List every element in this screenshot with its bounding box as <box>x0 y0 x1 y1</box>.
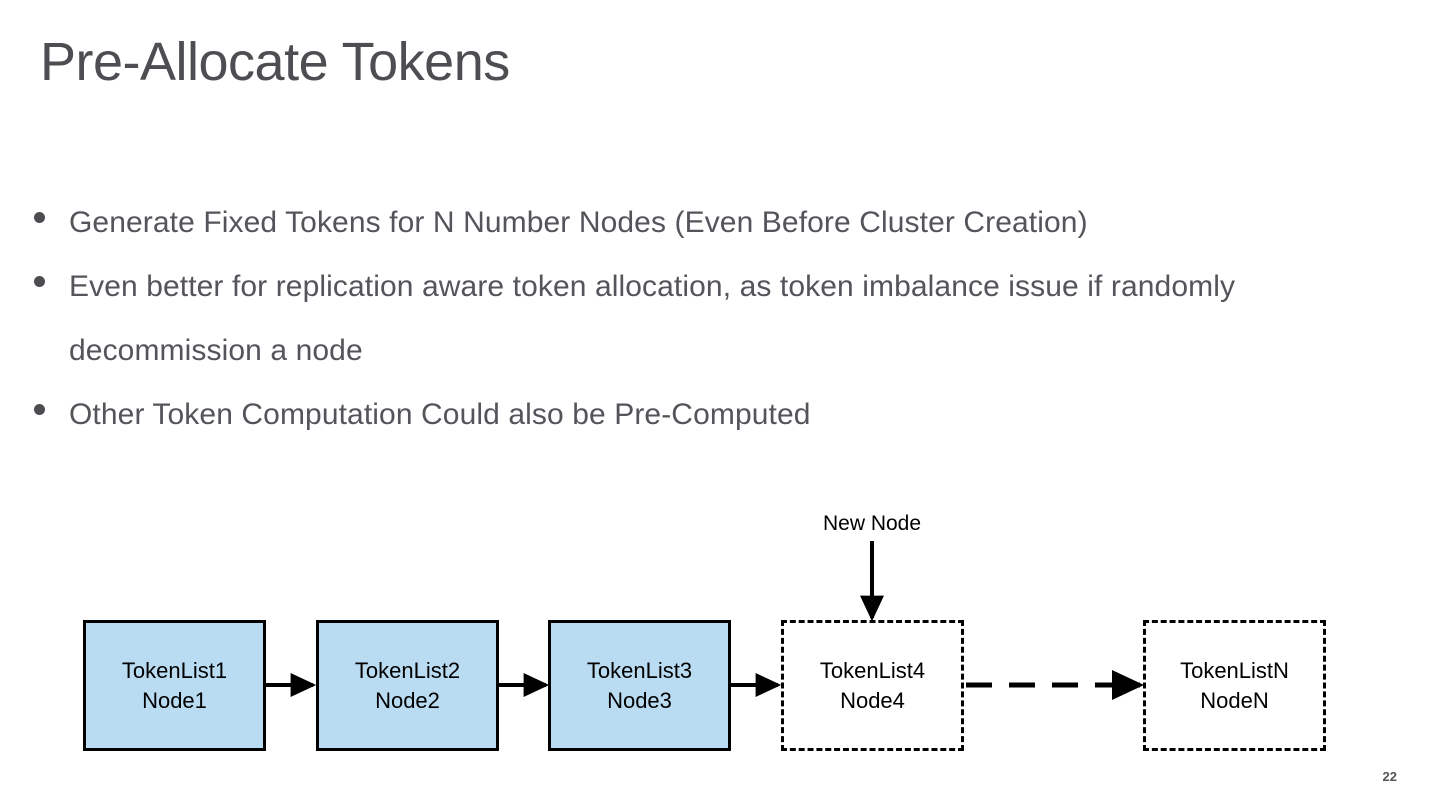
node-name-label: Node2 <box>375 687 440 713</box>
node-name-label: NodeN <box>1200 687 1269 713</box>
node-token-list-label: TokenList4 <box>819 657 926 683</box>
page-number: 22 <box>1382 769 1397 784</box>
bullet-list: Generate Fixed Tokens for N Number Nodes… <box>34 191 1364 447</box>
bullet-text: Other Token Computation Could also be Pr… <box>69 398 811 431</box>
node-box-4[interactable]: TokenList4 Node4 <box>781 620 964 751</box>
list-item: Even better for replication aware token … <box>34 255 1364 383</box>
bullet-text: Even better for replication aware token … <box>69 270 1236 367</box>
list-item: Generate Fixed Tokens for N Number Nodes… <box>34 191 1364 255</box>
page-title: Pre-Allocate Tokens <box>40 32 510 92</box>
bullet-dot-icon <box>34 212 45 223</box>
bullet-dot-icon <box>34 404 45 415</box>
node-name-label: Node4 <box>840 687 905 713</box>
bullet-text: Generate Fixed Tokens for N Number Nodes… <box>69 206 1088 239</box>
node-box-n[interactable]: TokenListN NodeN <box>1143 620 1326 751</box>
node-token-list-label: TokenList2 <box>354 657 461 683</box>
list-item: Other Token Computation Could also be Pr… <box>34 383 1364 447</box>
node-box-2[interactable]: TokenList2 Node2 <box>316 620 499 751</box>
node-token-list-label: TokenListN <box>1180 657 1289 683</box>
node-token-list-label: TokenList1 <box>121 657 228 683</box>
new-node-annotation: New Node <box>822 512 922 535</box>
node-name-label: Node1 <box>142 687 207 713</box>
bullet-dot-icon <box>34 276 45 287</box>
node-token-list-label: TokenList3 <box>586 657 693 683</box>
node-box-1[interactable]: TokenList1 Node1 <box>83 620 266 751</box>
node-name-label: Node3 <box>607 687 672 713</box>
node-box-3[interactable]: TokenList3 Node3 <box>548 620 731 751</box>
